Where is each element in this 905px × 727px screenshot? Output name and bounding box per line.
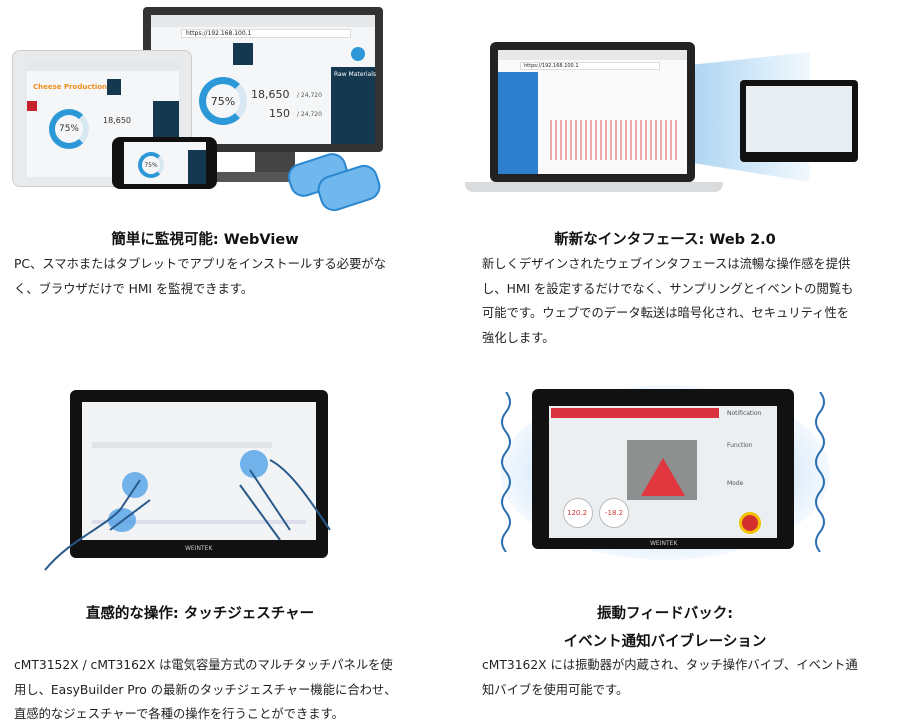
feature-description: PC、スマホまたはタブレットでアプリをインストールする必要がな く、ブラウザだけ… (14, 252, 386, 301)
description-line: 直感的なジェスチャーで各種の操作を行うことができます。 (14, 707, 344, 721)
url-bar: https://192.168.100.1 (520, 62, 660, 70)
laptop-base (465, 182, 723, 192)
description-line: cMT3162X には振動器が内蔵され、タッチ操作バイブ、イベント通 (482, 658, 858, 672)
brand-label: WEINTEK (185, 545, 213, 552)
feature-title: 振動フィードバック: (596, 606, 733, 622)
mode-label: Mode (727, 480, 744, 487)
feature-title: 簡単に監視可能: WebView (111, 232, 299, 248)
vibration-wave-icon (501, 392, 511, 552)
description-line: PC、スマホまたはタブレットでアプリをインストールする必要がな (14, 257, 386, 271)
touch-point (122, 472, 148, 498)
monitor-illustration: https://192.168.100.1 75% 18,650 / 24,72… (143, 7, 383, 152)
notification-label: Notification (727, 410, 762, 417)
description-line: 用し、EasyBuilder Pro の最新のタッチジェスチャー機能に合わせ、 (14, 682, 397, 697)
hmi-alarm-panel: 120.2 -18.2 Notification Function Mode W… (532, 389, 794, 549)
laptop-illustration: https://192.168.100.1 (490, 42, 695, 182)
monitor-base (215, 172, 345, 182)
hmi-panel-illustration (740, 80, 858, 162)
description-line: 新しくデザインされたウェブインタフェースは流暢な操作感を提供 (482, 257, 851, 271)
description-line: cMT3152X / cMT3162X は電気容量方式のマルチタッチパネルを使 (14, 658, 393, 672)
description-line: 知バイブを使用可能です。 (482, 682, 629, 697)
feature-title: イベント通知バイブレーション (563, 634, 767, 650)
feature-description: cMT3152X / cMT3162X は電気容量方式のマルチタッチパネルを使 … (14, 653, 397, 727)
gauge-value: -18.2 (605, 509, 624, 517)
count-value: 18,650 (251, 88, 290, 101)
feature-title: 斬新なインタフェース: Web 2.0 (554, 232, 776, 248)
url-bar: https://192.168.100.1 (181, 29, 351, 38)
app-title: Cheese Production (33, 83, 108, 91)
brand-label: WEINTEK (650, 540, 678, 547)
count-value: 18,650 (103, 116, 131, 125)
description-line: 可能です。ウェブでのデータ転送は暗号化され、セキュリティ性を (482, 306, 850, 320)
description-line: し、HMI を設定するだけでなく、サンプリングとイベントの閲覧も (482, 281, 854, 296)
progress-donut: 75% (49, 109, 89, 149)
hand-gesture-icon (44, 459, 331, 571)
description-line: く、ブラウザだけで HMI を監視できます。 (14, 281, 254, 296)
gauge-value: 120.2 (567, 509, 588, 517)
count-total: / 24,720 (297, 92, 322, 99)
monitor-stand (255, 152, 295, 174)
count-value: 150 (269, 107, 290, 120)
side-title: Raw Materials (334, 71, 377, 78)
function-label: Function (727, 442, 753, 449)
description-line: 強化します。 (482, 330, 555, 345)
progress-donut: 75% (199, 77, 247, 125)
feature-title: 直感的な操作: タッチジェスチャー (85, 606, 315, 622)
progress-donut: 75% (138, 152, 164, 178)
phone-illustration: 75% (112, 137, 217, 189)
emergency-stop-button (739, 512, 761, 534)
feature-description: cMT3162X には振動器が内蔵され、タッチ操作バイブ、イベント通 知バイブを… (482, 653, 858, 702)
count-total: / 24,720 (297, 111, 322, 118)
touch-point (240, 450, 268, 478)
vibration-wave-icon (815, 392, 825, 552)
feature-description: 新しくデザインされたウェブインタフェースは流暢な操作感を提供 し、HMI を設定… (482, 252, 853, 350)
warning-icon (641, 458, 685, 496)
touch-panel-illustration: WEINTEK (70, 390, 328, 558)
